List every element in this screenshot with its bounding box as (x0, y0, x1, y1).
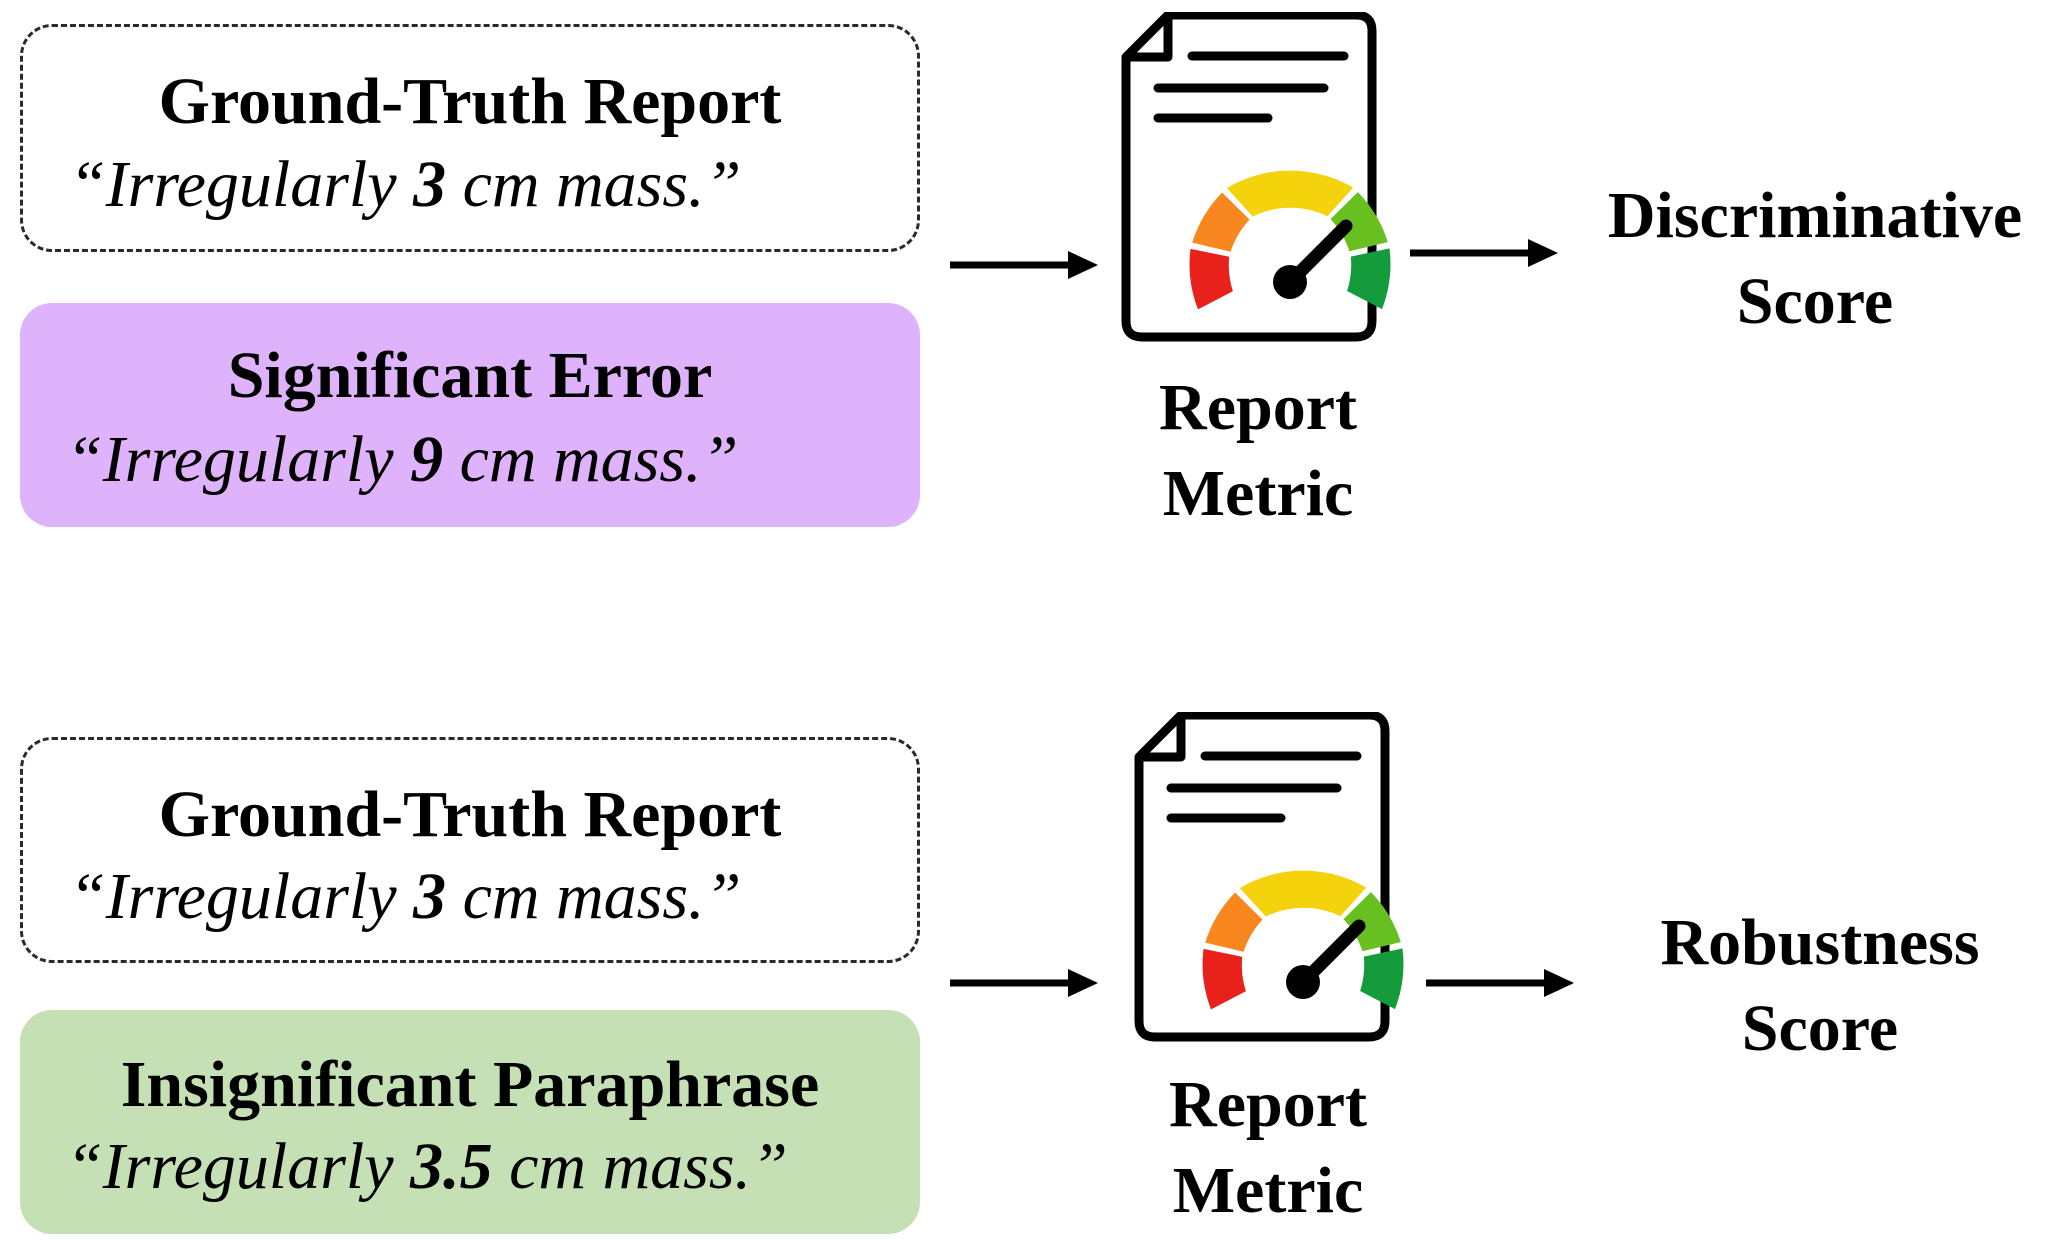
insignificant-paraphrase-title: Insignificant Paraphrase (120, 1048, 820, 1121)
report-metric-label: Report Metric (1169, 1068, 1367, 1227)
ground-truth-report-title: Ground-Truth Report (158, 65, 782, 138)
insignificant-paraphrase-box: Insignificant Paraphrase “Irregularly 3.… (20, 1010, 920, 1234)
right-arrow-icon (950, 969, 1098, 997)
significant-error-quote: “Irregularly 9 cm mass.” (66, 423, 739, 496)
robustness-score-label: Robustness Score (1660, 906, 1980, 1065)
right-arrow-icon (950, 251, 1098, 279)
ground-truth-report-title: Ground-Truth Report (158, 778, 782, 851)
right-arrow-icon (1426, 969, 1574, 997)
insignificant-paraphrase-quote: “Irregularly 3.5 cm mass.” (66, 1130, 788, 1203)
report-gauge-icon (1134, 712, 1404, 1042)
ground-truth-report-box: Ground-Truth Report “Irregularly 3 cm ma… (20, 24, 920, 252)
ground-truth-report-quote: “Irregularly 3 cm mass.” (69, 148, 742, 221)
discriminative-score-label: Discriminative Score (1607, 179, 2023, 338)
significant-error-box: Significant Error “Irregularly 9 cm mass… (20, 303, 920, 527)
ground-truth-report-quote: “Irregularly 3 cm mass.” (69, 860, 742, 933)
report-gauge-icon (1121, 12, 1391, 342)
ground-truth-report-box: Ground-Truth Report “Irregularly 3 cm ma… (20, 737, 920, 963)
significant-error-title: Significant Error (227, 339, 713, 412)
right-arrow-icon (1410, 239, 1558, 267)
report-metric-label: Report Metric (1159, 371, 1357, 530)
